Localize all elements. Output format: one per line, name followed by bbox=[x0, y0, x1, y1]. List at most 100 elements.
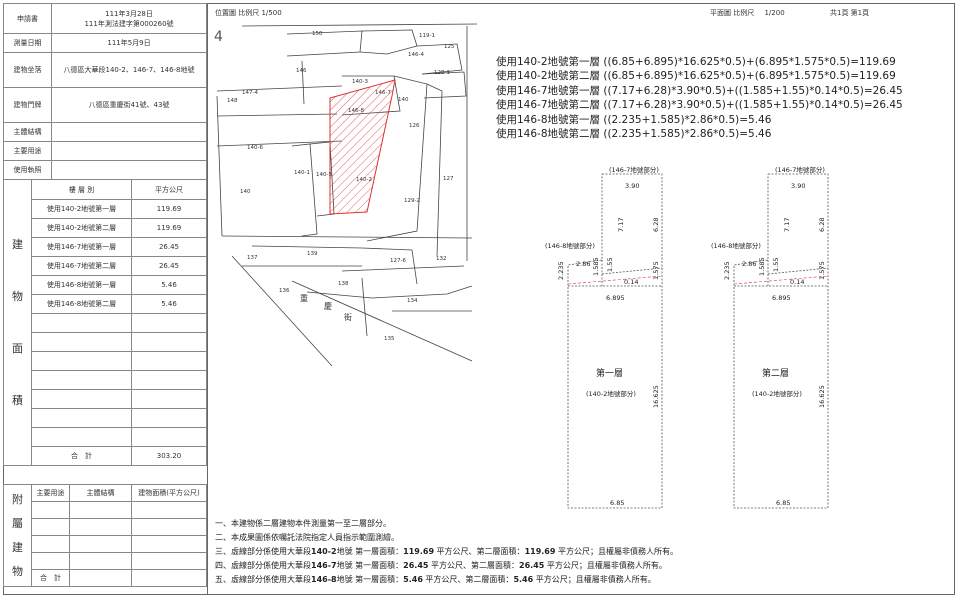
svg-text:(146-7地號部分): (146-7地號部分) bbox=[775, 165, 825, 174]
svg-text:146-4: 146-4 bbox=[408, 52, 424, 58]
formula-line: 使用140-2地號第二層 ((6.85+6.895)*16.625*0.5)+(… bbox=[496, 70, 896, 82]
north-arrow-icon: 4 bbox=[214, 29, 223, 45]
svg-text:3.90: 3.90 bbox=[625, 182, 639, 190]
structure-label: 主體結構 bbox=[3, 122, 52, 142]
svg-text:6.85: 6.85 bbox=[776, 499, 790, 507]
svg-text:146: 146 bbox=[296, 68, 307, 74]
table-row-area: 26.45 bbox=[131, 256, 207, 276]
annex-col-area: 建物面積(平方公尺) bbox=[131, 484, 207, 502]
col-area-header: 平方公尺 bbox=[131, 179, 207, 200]
svg-text:6.85: 6.85 bbox=[610, 499, 624, 507]
svg-text:126: 126 bbox=[409, 123, 420, 129]
total-value: 303.20 bbox=[131, 446, 207, 466]
svg-text:(146-7地號部分): (146-7地號部分) bbox=[609, 165, 659, 174]
svg-text:2.86: 2.86 bbox=[742, 260, 756, 268]
annex-col-use: 主要用途 bbox=[31, 484, 70, 502]
svg-text:132: 132 bbox=[436, 256, 447, 262]
svg-text:1.55: 1.55 bbox=[772, 258, 780, 272]
svg-text:16.625: 16.625 bbox=[818, 385, 826, 408]
svg-text:119-1: 119-1 bbox=[419, 33, 435, 39]
table-row-floor: 使用146-7地號第二層 bbox=[31, 256, 132, 276]
road-name-char: 街 bbox=[344, 312, 352, 322]
area-side-2: 物 bbox=[12, 289, 23, 303]
svg-text:6.895: 6.895 bbox=[606, 294, 625, 302]
svg-text:146-7: 146-7 bbox=[375, 90, 391, 96]
formula-line: 使用140-2地號第一層 ((6.85+6.895)*16.625*0.5)+(… bbox=[496, 56, 896, 68]
svg-text:6.28: 6.28 bbox=[818, 218, 826, 232]
note-4: 四、虛線部分係使用大華段146-7地號 第一層面積：26.45 平方公尺、第二層… bbox=[215, 561, 667, 570]
table-row-area: 26.45 bbox=[131, 237, 207, 257]
svg-text:137: 137 bbox=[247, 255, 258, 261]
table-row-floor: 使用146-7地號第一層 bbox=[31, 237, 132, 257]
table-row-area: 5.46 bbox=[131, 275, 207, 295]
svg-text:140: 140 bbox=[240, 189, 251, 195]
location-label: 建物坐落 bbox=[3, 52, 52, 88]
location-map: 4 150 119-1 125 146-4 128-1 146 140-3 14… bbox=[214, 23, 478, 367]
note-1: 一、本建物係二層建物本件測量第一至二層部分。 bbox=[215, 519, 391, 528]
svg-text:1.575: 1.575 bbox=[818, 261, 826, 280]
svg-text:150: 150 bbox=[312, 31, 323, 37]
table-row-floor: 使用146-8地號第一層 bbox=[31, 275, 132, 295]
total-label: 合 計 bbox=[31, 446, 132, 466]
area-side-3: 面 bbox=[12, 341, 23, 355]
annex-col-structure: 主體結構 bbox=[69, 484, 132, 502]
svg-text:2.235: 2.235 bbox=[557, 261, 565, 280]
svg-text:140-2: 140-2 bbox=[356, 177, 372, 183]
table-row-area: 119.69 bbox=[131, 218, 207, 238]
formula-line: 使用146-7地號第一層 ((7.17+6.28)*3.90*0.5)+((1.… bbox=[496, 85, 903, 97]
formula-line: 使用146-7地號第二層 ((7.17+6.28)*3.90*0.5)+((1.… bbox=[496, 99, 903, 111]
note-3: 三、虛線部分係使用大華段140-2地號 第一層面積：119.69 平方公尺、第二… bbox=[215, 547, 678, 556]
floor-plan-1: (146-7地號部分) 3.90 (146-8地號部分) 2.86 6.895 … bbox=[545, 165, 663, 509]
svg-text:129-2: 129-2 bbox=[404, 198, 420, 204]
formula-line: 使用146-8地號第一層 ((2.235+1.585)*2.86*0.5)=5.… bbox=[496, 114, 772, 126]
svg-text:138: 138 bbox=[338, 281, 349, 287]
table-row-floor: 使用140-2地號第二層 bbox=[31, 218, 132, 238]
svg-text:128-1: 128-1 bbox=[434, 70, 450, 76]
annex-side-3: 建 bbox=[12, 540, 23, 554]
svg-text:0.14: 0.14 bbox=[624, 278, 638, 286]
location: 八德區大華段140-2、146-7、146-8地號 bbox=[51, 52, 207, 88]
svg-text:1.575: 1.575 bbox=[652, 261, 660, 280]
area-side-4: 積 bbox=[12, 393, 23, 407]
svg-text:第一層: 第一層 bbox=[596, 367, 623, 379]
table-row-floor: 使用140-2地號第一層 bbox=[31, 199, 132, 219]
doorplate-label: 建物門牌 bbox=[3, 87, 52, 123]
use-label: 主要用途 bbox=[3, 141, 52, 161]
doorplate: 八德區重慶街41號、43號 bbox=[51, 87, 207, 123]
annex-table: 附 屬 建 物 主要用途 主體結構 建物面積(平方公尺) 合 計 bbox=[3, 484, 207, 587]
svg-text:(146-8地號部分): (146-8地號部分) bbox=[545, 241, 595, 250]
note-2: 二、本成果圖係依囑託法院指定人員指示範圍測繪。 bbox=[215, 533, 399, 542]
svg-text:127: 127 bbox=[443, 176, 454, 182]
svg-text:7.17: 7.17 bbox=[783, 218, 791, 232]
floor-plan-2: (146-7地號部分) 3.90 (146-8地號部分) 2.86 6.895 … bbox=[711, 165, 829, 509]
table-row-floor: 使用146-8地號第二層 bbox=[31, 294, 132, 314]
svg-text:140-1: 140-1 bbox=[294, 170, 310, 176]
svg-text:1.55: 1.55 bbox=[606, 258, 614, 272]
area-side-1: 建 bbox=[12, 237, 23, 251]
svg-text:136: 136 bbox=[279, 288, 290, 294]
applicant-label: 申請書 bbox=[3, 3, 52, 34]
svg-text:135: 135 bbox=[384, 336, 395, 342]
survey-date: 111年5月9日 bbox=[51, 33, 207, 53]
col-floor-header: 樓 層 別 bbox=[31, 179, 132, 200]
svg-text:146-8: 146-8 bbox=[348, 108, 364, 114]
road-name-char: 慶 bbox=[324, 301, 332, 311]
page-info: 共1頁 第1頁 bbox=[830, 9, 870, 17]
note-5: 五、虛線部分係使用大華段146-8地號 第一層面積：5.46 平方公尺、第二層面… bbox=[215, 575, 656, 584]
svg-text:(140-2地號部分): (140-2地號部分) bbox=[752, 389, 802, 398]
position-map-label: 位置圖 比例尺 1/500 bbox=[215, 9, 282, 17]
road-name-char: 重 bbox=[300, 293, 308, 303]
subject-parcel-hatched bbox=[329, 79, 396, 215]
svg-text:127-6: 127-6 bbox=[390, 258, 406, 264]
svg-text:139: 139 bbox=[307, 251, 318, 257]
svg-text:(146-8地號部分): (146-8地號部分) bbox=[711, 241, 761, 250]
svg-text:1.585: 1.585 bbox=[592, 257, 600, 276]
svg-text:140-3: 140-3 bbox=[352, 79, 368, 85]
svg-text:2.86: 2.86 bbox=[576, 260, 590, 268]
svg-text:16.625: 16.625 bbox=[652, 385, 660, 408]
survey-date-label: 測量日期 bbox=[3, 33, 52, 53]
svg-text:(140-2地號部分): (140-2地號部分) bbox=[586, 389, 636, 398]
svg-text:140-5: 140-5 bbox=[316, 172, 332, 178]
